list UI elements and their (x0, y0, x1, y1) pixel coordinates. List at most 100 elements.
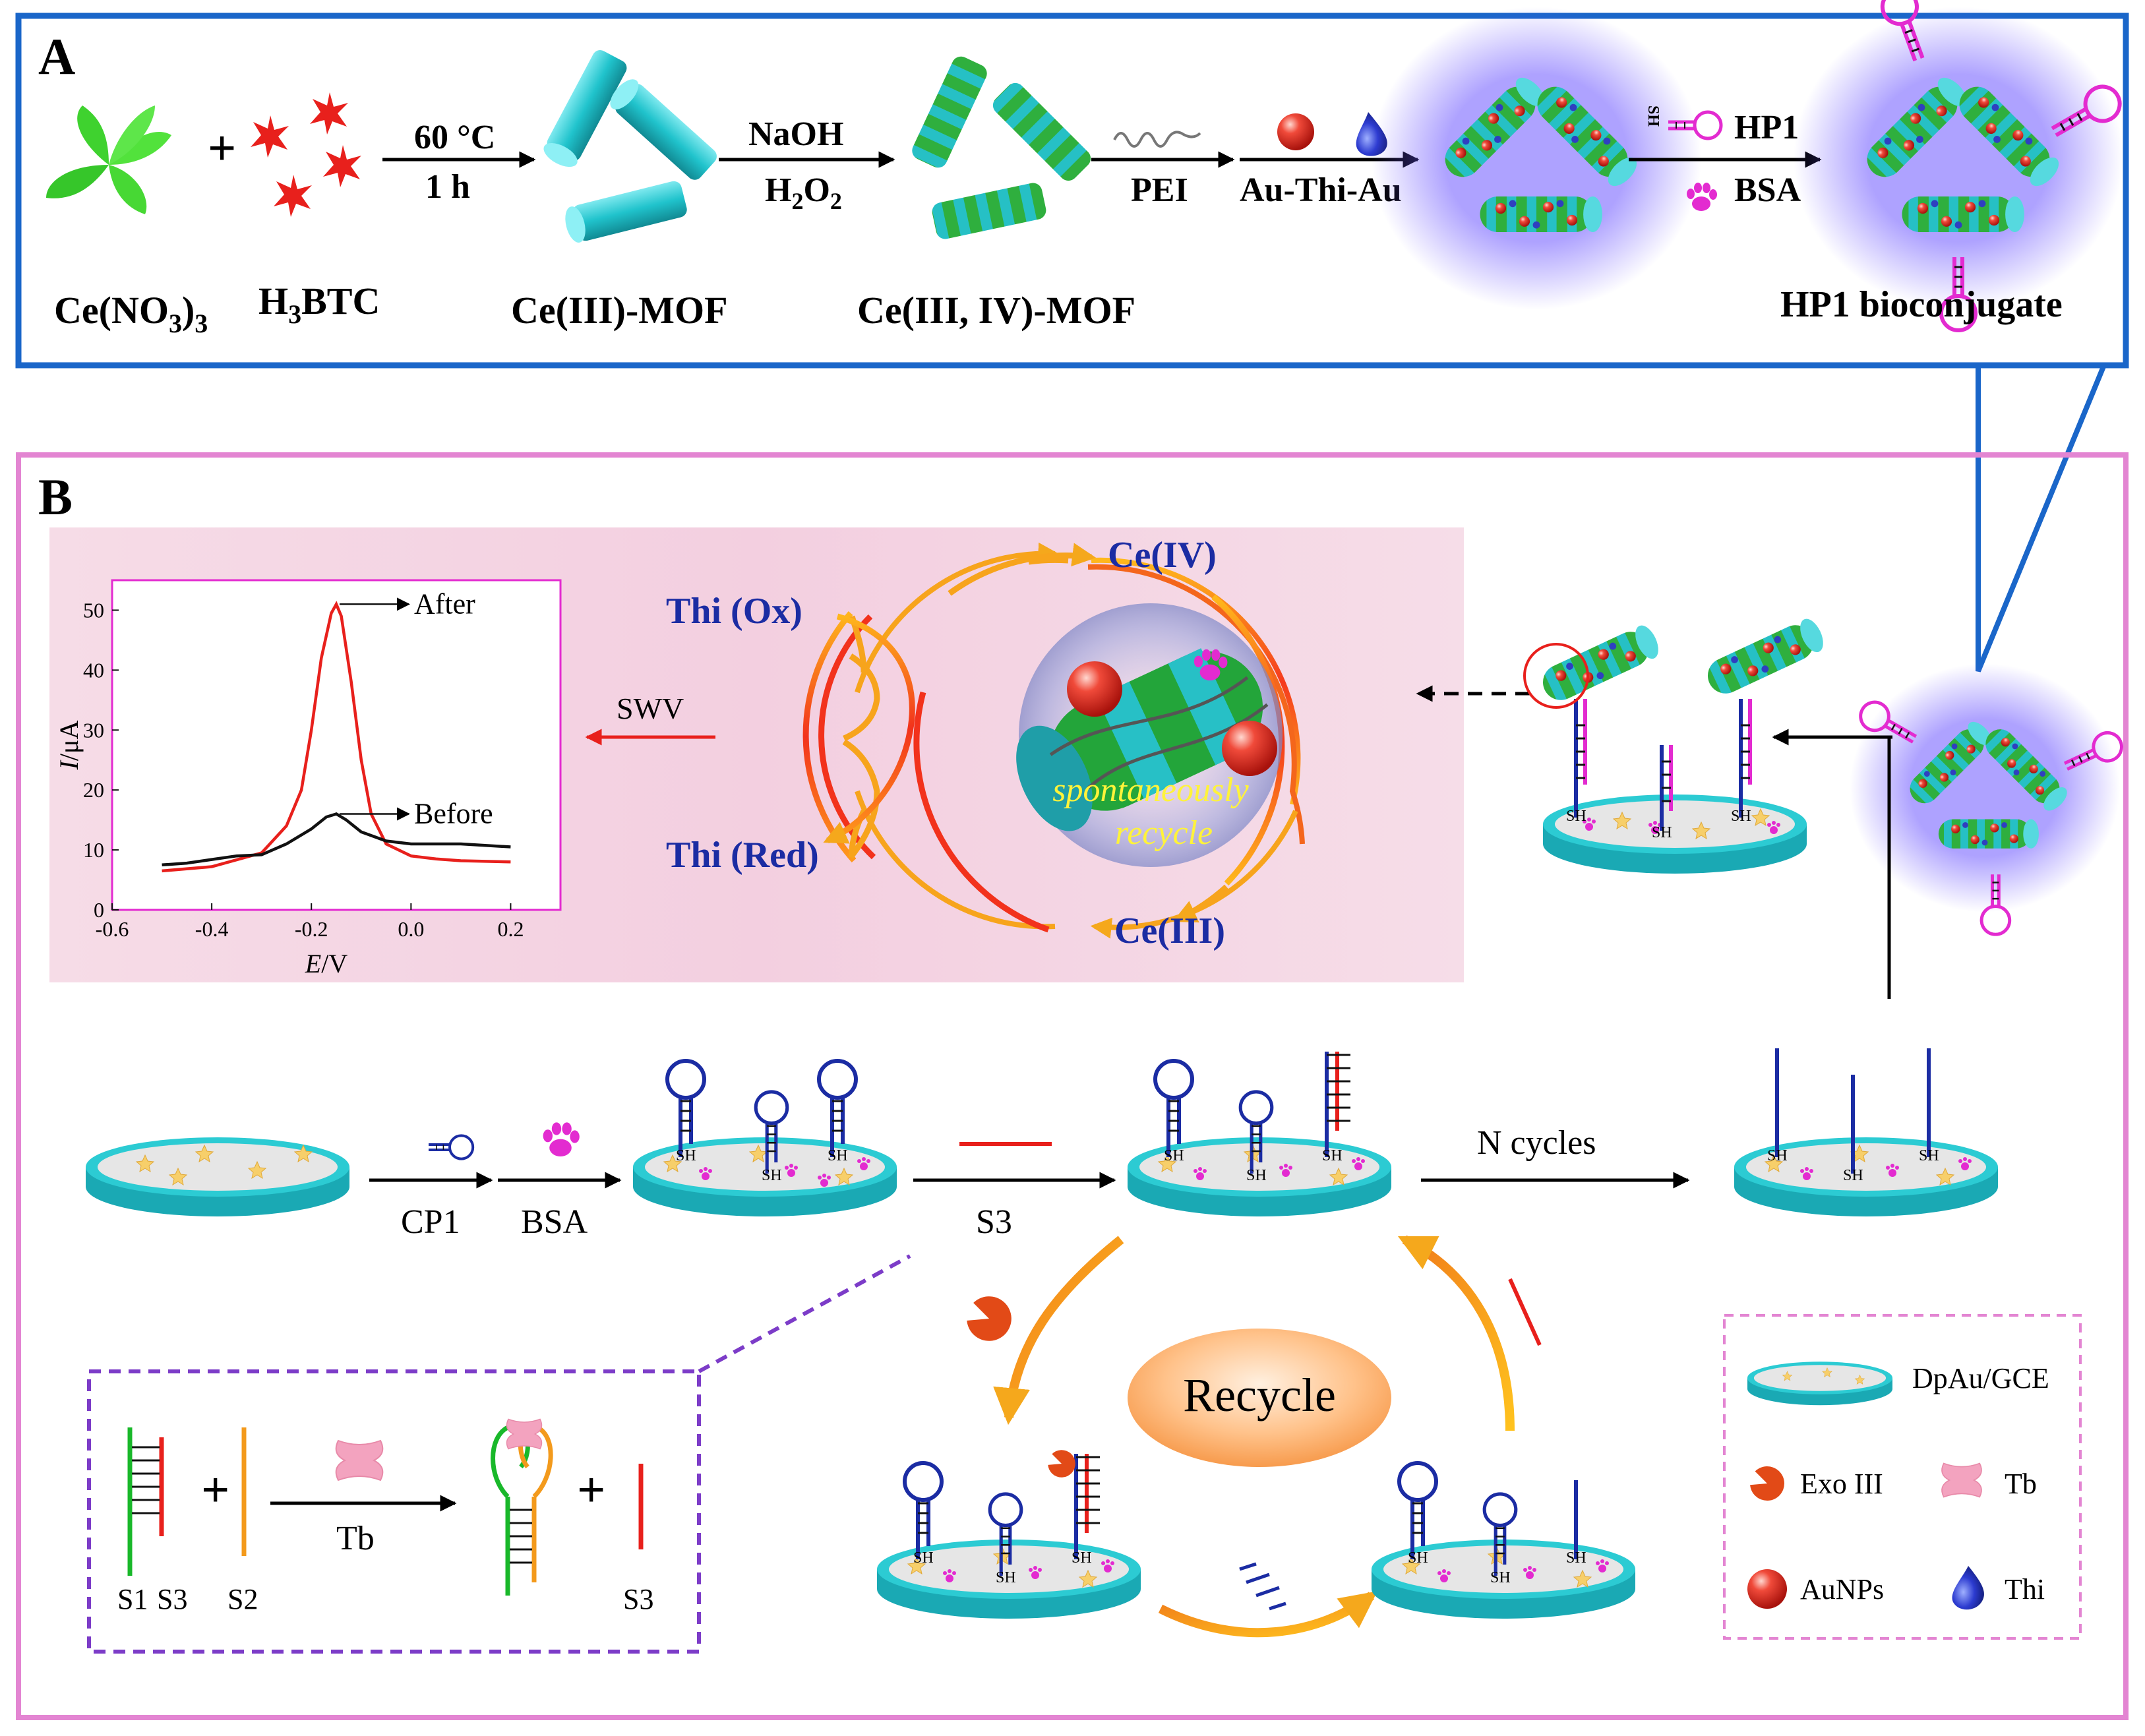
y-axis-label: I/μA (54, 721, 84, 771)
sh-label: SH (1408, 1549, 1428, 1567)
electrode-s3-bound: SH SH SH (1128, 1052, 1391, 1216)
hp1-conjugate-free (1850, 663, 2127, 934)
legend-thi-label: Thi (2005, 1573, 2045, 1605)
series-after-line (162, 601, 511, 873)
electrode-bare (86, 1137, 349, 1216)
s1-label: S1 (117, 1583, 148, 1615)
s3-out-label: S3 (623, 1583, 653, 1615)
legend-electrode-icon (1747, 1362, 1892, 1406)
y-tick-label: 20 (83, 778, 104, 802)
legend-exo-label: Exo III (1800, 1468, 1883, 1500)
legend-aunp-label: AuNPs (1800, 1573, 1884, 1605)
ce3-to-ce4-arrow (948, 543, 1097, 596)
recycle-arrow-left (993, 1236, 1124, 1425)
electrode-cp1: SH SH SH (633, 1061, 897, 1216)
sh-label: SH (1843, 1167, 1863, 1184)
thi-red-label: Thi (Red) (666, 835, 819, 876)
pei-polymer-icon (1113, 131, 1201, 148)
recycle-label: Recycle (1183, 1369, 1336, 1422)
electrode-digested: SH SH SH (1372, 1463, 1635, 1619)
legend-tb-label: Tb (2005, 1468, 2037, 1500)
inset-box (87, 1369, 701, 1654)
tb-label: Tb (336, 1520, 375, 1557)
sh-label: SH (1566, 1549, 1586, 1567)
x-tick-label: 0.0 (398, 917, 424, 941)
x-tick-label: -0.6 (96, 917, 129, 941)
legend-exo-icon (1742, 1460, 1790, 1506)
s3-released-icon (1508, 1278, 1542, 1346)
legend-thi-icon (1952, 1566, 1984, 1610)
step2-h2o2: H2O2 (765, 171, 842, 214)
step5-bsa: BSA (1734, 171, 1801, 209)
after-annotation: After (414, 587, 475, 620)
sh-label: SH (762, 1167, 782, 1184)
series-before-line (162, 812, 511, 867)
ce3-mof-rods (543, 50, 717, 243)
spontaneously-label: spontaneously (1052, 771, 1249, 809)
y-tick-label: 50 (83, 598, 104, 622)
hp1-sh-label: SH (1645, 105, 1662, 127)
s3-label: S3 (976, 1203, 1012, 1241)
btc-label: H3BTC (258, 280, 380, 329)
sh-label: SH (676, 1147, 696, 1164)
tb-icon (335, 1440, 384, 1481)
recycle-bubble (1128, 1329, 1391, 1467)
s2-label: S2 (227, 1583, 258, 1615)
sh-label: SH (1652, 824, 1672, 841)
plus-sign: + (208, 121, 236, 176)
sh-label: SH (1767, 1147, 1788, 1164)
ce3-mof-label: Ce(III)-MOF (511, 289, 728, 332)
sh-label: SH (1246, 1167, 1267, 1184)
before-annotation: Before (414, 798, 493, 830)
sh-label: SH (1164, 1147, 1184, 1164)
n-cycles-label: N cycles (1477, 1124, 1596, 1162)
sh-label: SH (1322, 1147, 1343, 1164)
chart-frame (111, 579, 562, 911)
digested-fragments-icon (1239, 1562, 1286, 1611)
leaves-icon (46, 105, 171, 214)
x-tick-label: -0.2 (295, 917, 328, 941)
ce4-label: Ce(IV) (1108, 535, 1217, 576)
sh-label: SH (996, 1569, 1016, 1586)
btc-star-icon (251, 92, 361, 217)
y-tick-label: 40 (83, 658, 104, 682)
ce3-label: Ce(III) (1114, 911, 1225, 951)
s3-inset-label: S3 (157, 1583, 187, 1615)
legend-tb-icon (1941, 1462, 1982, 1498)
ce34-mof-rods (912, 56, 1091, 239)
sh-label: SH (828, 1147, 848, 1164)
inset-connector (698, 1254, 911, 1373)
sh-label: SH (913, 1549, 934, 1567)
inset-plus-2: + (577, 1462, 605, 1518)
hp1-bioconjugate (1794, 0, 2126, 330)
mof-sphere-illustration: spontaneously recycle (1016, 603, 1283, 867)
y-tick-label: 30 (83, 718, 104, 742)
thi-reduction-arrow (823, 613, 915, 844)
step2-naoh: NaOH (748, 115, 843, 153)
y-tick-label: 0 (94, 898, 104, 922)
swv-label: SWV (617, 692, 684, 725)
electrode-opened: SH SH SH (1734, 1048, 1998, 1216)
x-tick-label: 0.2 (497, 917, 524, 941)
ce34-mof-label: Ce(III, IV)-MOF (857, 289, 1135, 332)
step3-pei: PEI (1131, 171, 1188, 209)
hp1-bioconjugate-label: HP1 bioconjugate (1780, 284, 2063, 325)
step1-temp: 60 °C (414, 119, 495, 156)
ce-nitrate-label: Ce(NO3)3 (54, 289, 208, 338)
bsa-label: BSA (521, 1203, 588, 1241)
sh-label: SH (1919, 1147, 1939, 1164)
triplex-product-icon (491, 1418, 553, 1596)
step5-hp1: HP1 (1734, 109, 1799, 146)
exo-iii-icon (957, 1288, 1018, 1348)
hp1-probe-icon (1668, 110, 1723, 140)
sh-label: SH (1490, 1569, 1511, 1586)
panel-b-border (16, 452, 2129, 1720)
panel-a-letter: A (38, 28, 75, 85)
left-ring-arc (913, 691, 1050, 933)
legend-electrode-label: DpAu/GCE (1912, 1362, 2049, 1394)
electrode-captured: SH SH SH (1523, 615, 1828, 874)
sh-label: SH (1731, 808, 1751, 825)
electrode-digesting: SH SH SH (877, 1445, 1141, 1619)
